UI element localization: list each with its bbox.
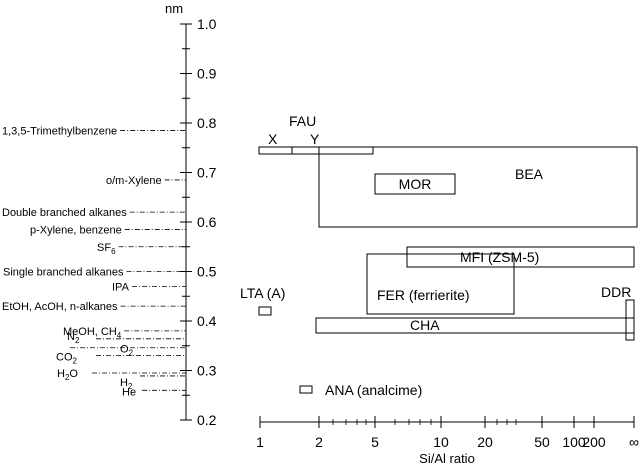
molecule-label: IPA [112, 281, 130, 293]
nm-tick-label: 0.3 [197, 363, 217, 379]
molecule-name: EtOH, AcOH, n-alkanes [2, 301, 118, 313]
molecule-subscript: 4 [117, 331, 122, 340]
molecule-name: IPA [112, 281, 130, 293]
molecule-subscript: 6 [111, 247, 116, 256]
si-al-tick-label: 50 [534, 434, 550, 450]
fau-x-label: X [268, 131, 278, 147]
fer-label: FER (ferrierite) [377, 287, 470, 303]
nm-tick-label: 0.5 [197, 264, 217, 280]
nm-tick-label: 0.6 [197, 214, 217, 230]
molecule-subscript: 2 [65, 373, 70, 382]
si-al-tick-label: 20 [477, 434, 493, 450]
molecule-name: N [67, 331, 75, 343]
nm-tick-label: 0.2 [197, 412, 217, 428]
fau-x-box [258, 146, 293, 155]
molecule-name: O [120, 344, 129, 356]
mfi-label: MFI (ZSM-5) [460, 249, 539, 265]
molecule-label: He [122, 386, 136, 398]
ana-box [299, 385, 313, 394]
molecule-label: Single branched alkanes [3, 267, 124, 279]
cha-label: CHA [410, 317, 440, 333]
mor-box [374, 173, 456, 195]
molecule-name: MeOH, CH [63, 326, 117, 338]
fau-y-label: Y [310, 131, 320, 147]
si-al-axis-title: Si/Al ratio [419, 451, 475, 466]
mfi-box [406, 246, 635, 268]
lta-label: LTA (A) [240, 285, 285, 301]
ddr-label: DDR [601, 284, 631, 300]
molecule-name: H [57, 368, 65, 380]
bea-label: BEA [515, 166, 544, 182]
molecule-name: H [120, 377, 128, 389]
mor-label: MOR [399, 176, 432, 192]
nm-tick-label: 1.0 [197, 16, 217, 32]
molecule-label: EtOH, AcOH, n-alkanes [2, 301, 118, 313]
si-al-tick-label: 100 [562, 434, 586, 450]
molecule-label: 1,3,5-Trimethylbenzene [2, 125, 117, 137]
molecule-name: CO [56, 352, 73, 364]
cha-box [315, 317, 635, 334]
nm-tick-label: 0.9 [197, 66, 217, 82]
molecule-name: SF [97, 242, 111, 254]
molecule-subscript: 2 [75, 336, 80, 345]
molecule-label: CO2 [56, 352, 78, 366]
molecule-label: Double branched alkanes [2, 207, 127, 219]
fau-label: FAU [289, 113, 316, 129]
molecule-name: p-Xylene, benzene [30, 224, 122, 236]
nm-axis-ticks: 1.0 0.9 0.8 0.7 0.6 0.5 0.4 0.3 0.2 [180, 16, 217, 428]
molecule-name: 1,3,5-Trimethylbenzene [2, 125, 117, 137]
si-al-tick-label: 5 [371, 434, 379, 450]
molecule-subscript: 2 [73, 357, 78, 366]
molecule-name: o/m-Xylene [106, 175, 162, 187]
nm-tick-label: 0.8 [197, 115, 217, 131]
molecule-label: H2 [120, 377, 133, 391]
molecule-label: H2O [57, 368, 78, 382]
molecule-subscript: 2 [128, 382, 133, 391]
molecule-label: p-Xylene, benzene [30, 224, 122, 236]
molecule-name: Double branched alkanes [2, 207, 127, 219]
si-al-tick-label: ∞ [629, 434, 639, 450]
lta-box [258, 306, 272, 316]
fau-y-box [291, 146, 374, 155]
molecule-name: He [122, 386, 136, 398]
si-al-tick-label: 2 [315, 434, 323, 450]
si-al-tick-label: 10 [433, 434, 449, 450]
molecule-label: o/m-Xylene [106, 175, 162, 187]
molecule-subscript: 2 [129, 349, 134, 358]
molecule-name: Single branched alkanes [3, 267, 124, 279]
bea-box [318, 146, 638, 228]
si-al-tick-label: 200 [582, 434, 606, 450]
molecule-label: N2 [67, 331, 80, 345]
molecule-label: O2 [120, 344, 134, 358]
ana-label: ANA (analcime) [325, 382, 422, 398]
fer-box [366, 253, 515, 315]
nm-tick-label: 0.7 [197, 165, 217, 181]
si-al-tick-label: 1 [256, 434, 264, 450]
molecule-suffix: O [69, 368, 78, 380]
nm-tick-label: 0.4 [197, 313, 217, 329]
molecule-label: MeOH, CH4 [63, 326, 122, 340]
molecule-label: SF6 [97, 242, 116, 256]
axis-unit-nm: nm [165, 1, 183, 16]
ddr-box [625, 299, 635, 341]
